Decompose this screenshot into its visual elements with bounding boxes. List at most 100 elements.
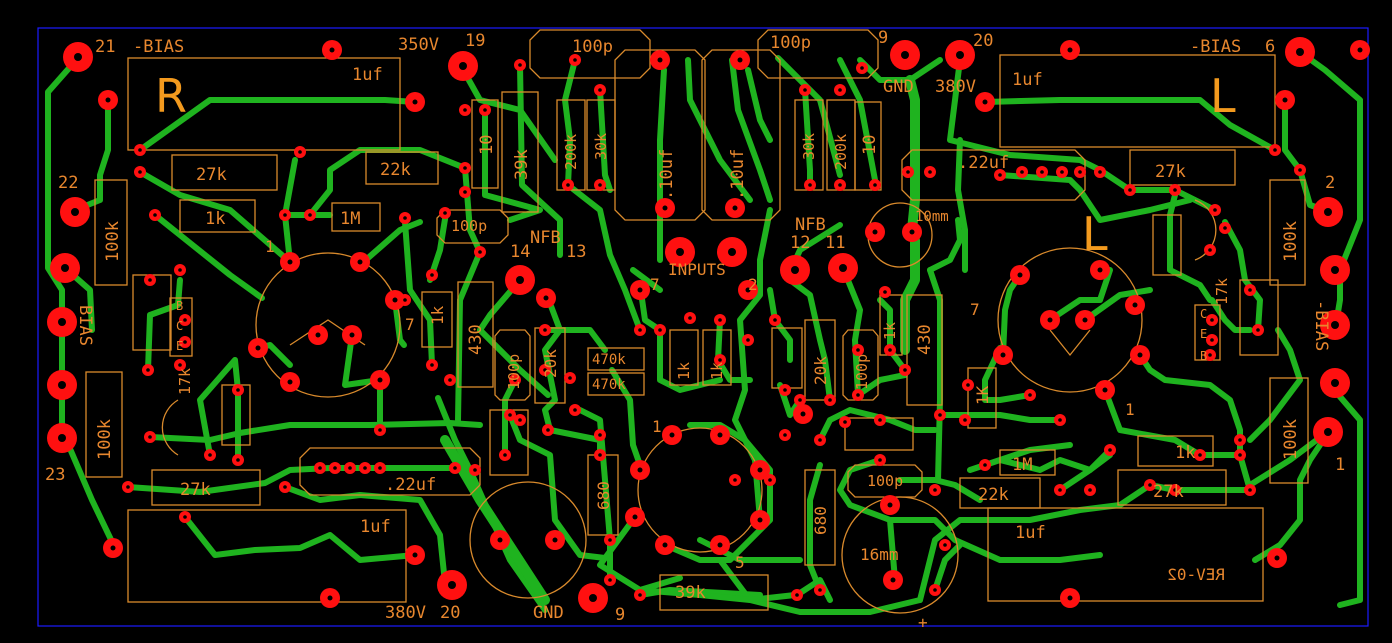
small-pad-drill [883, 290, 887, 294]
net-nfb-left: NFB [530, 228, 561, 248]
small-pad-drill [146, 368, 150, 372]
small-pad-drill [903, 368, 907, 372]
pin-2-center: 2 [748, 275, 758, 294]
net-380v-bottom: 380V [385, 603, 426, 623]
component-pad-drill [412, 552, 418, 558]
res-1k-r-outline [1137, 435, 1214, 467]
net-bias-tr: -BIAS [1190, 37, 1241, 57]
component-pad-drill [745, 287, 751, 293]
terminal-22: 22 [58, 173, 78, 193]
label-1M-r: 1M [1012, 455, 1032, 475]
terminal-19: 19 [465, 31, 485, 51]
small-pad-drill [598, 183, 602, 187]
terminal-pad-drill [516, 276, 524, 284]
label-470k-b: 470k [592, 377, 626, 393]
pin-e-right: E [1200, 327, 1207, 341]
small-pad-drill [148, 278, 152, 282]
label-100k-l1: 100k [103, 221, 123, 262]
cap-22uf-tr-outline [901, 149, 1086, 201]
label-100p-l: 100p [451, 217, 487, 235]
small-pad-drill [333, 466, 337, 470]
component-pad-drill [392, 297, 398, 303]
label-22uf-tr: .22uf [958, 153, 1009, 173]
small-pad-drill [638, 328, 642, 332]
label-680-l: 680 [594, 481, 613, 510]
small-pad-drill [183, 318, 187, 322]
small-pad-drill [718, 318, 722, 322]
label-1k-c2: 1k [708, 362, 726, 380]
tube-16mm-right [841, 496, 959, 614]
label-470k-a: 470k [592, 352, 626, 368]
res-1M-r-outline [999, 449, 1056, 476]
terminal-2: 2 [1325, 173, 1335, 193]
small-pad-drill [508, 413, 512, 417]
label-100p-ml: 100p [505, 354, 523, 390]
label-1uf-tr: 1uf [1012, 70, 1043, 90]
res-1k-c2-outline [702, 329, 732, 386]
pin-b-left: B [176, 299, 183, 313]
cap-100p-ml-outline [494, 329, 531, 401]
cap-100p-l-outline [436, 209, 509, 244]
small-pad-drill [1273, 148, 1277, 152]
small-pad-drill [573, 58, 577, 62]
component-pad-drill [412, 99, 418, 105]
terminal-pad-drill [448, 581, 456, 589]
label-17k-l: 17k [176, 368, 194, 395]
label-1M-l: 1M [340, 209, 360, 229]
small-pad-drill [733, 478, 737, 482]
component-pad-drill [1097, 267, 1103, 273]
small-pad-drill [773, 318, 777, 322]
small-pad-drill [463, 108, 467, 112]
small-pad-drill [126, 485, 130, 489]
small-pad-drill [513, 378, 517, 382]
net-350v: 350V [398, 35, 439, 55]
terminal-23: 23 [45, 465, 65, 485]
small-pad-drill [363, 466, 367, 470]
small-pad-drill [543, 328, 547, 332]
component-pad-drill [1067, 47, 1073, 53]
component-pad-drill [255, 345, 261, 351]
terminal-pad-drill [1296, 48, 1304, 56]
small-pad-drill [1058, 488, 1062, 492]
res-100k-r1-outline [1269, 179, 1306, 286]
small-pad-drill [1040, 170, 1044, 174]
small-pad-drill [283, 213, 287, 217]
cap-1uf-tr-outline [999, 54, 1276, 148]
label-680-r: 680 [811, 506, 830, 535]
label-16mm: 16mm [860, 545, 899, 564]
res-22k-r-outline [959, 477, 1041, 509]
component-pad-drill [552, 537, 558, 543]
terminal-pad-drill [61, 264, 69, 272]
pin-7-left-socket: 7 [405, 315, 415, 334]
net-gnd-top: GND [883, 77, 914, 97]
res-470k-a-outline [587, 347, 645, 371]
small-pad-drill [746, 338, 750, 342]
cap-1uf-br-outline [987, 507, 1264, 602]
res-430-l-outline [457, 281, 494, 388]
label-22uf-bl: .22uf [385, 475, 436, 495]
component-pad-drill [110, 545, 116, 551]
net-gnd-bottom: GND [533, 603, 564, 623]
small-pad-drill [546, 428, 550, 432]
small-pad-drill [598, 88, 602, 92]
label-20k-r: 20k [811, 356, 830, 385]
res-10-l-outline [471, 99, 499, 189]
tube-16mm-left [469, 481, 587, 599]
res-1k-c1-outline [669, 329, 699, 386]
label-20k-l: 20k [541, 349, 560, 378]
small-pad-drill [983, 463, 987, 467]
terminal-pad-drill [1331, 321, 1339, 329]
small-pad-drill [828, 398, 832, 402]
cap-1uf-tl-outline [127, 57, 401, 151]
label-27k-l: 27k [196, 165, 227, 185]
res-100k-r2-outline [1269, 377, 1309, 484]
small-pad-drill [808, 183, 812, 187]
transistor-left-pins [169, 297, 193, 357]
net-nfb-right: NFB [795, 215, 826, 235]
component-pad-drill [1282, 97, 1288, 103]
label-22k-r: 22k [978, 485, 1009, 505]
small-pad-drill [878, 418, 882, 422]
label-200k-r: 200k [832, 134, 850, 170]
res-1K-vr-outline [967, 367, 997, 429]
